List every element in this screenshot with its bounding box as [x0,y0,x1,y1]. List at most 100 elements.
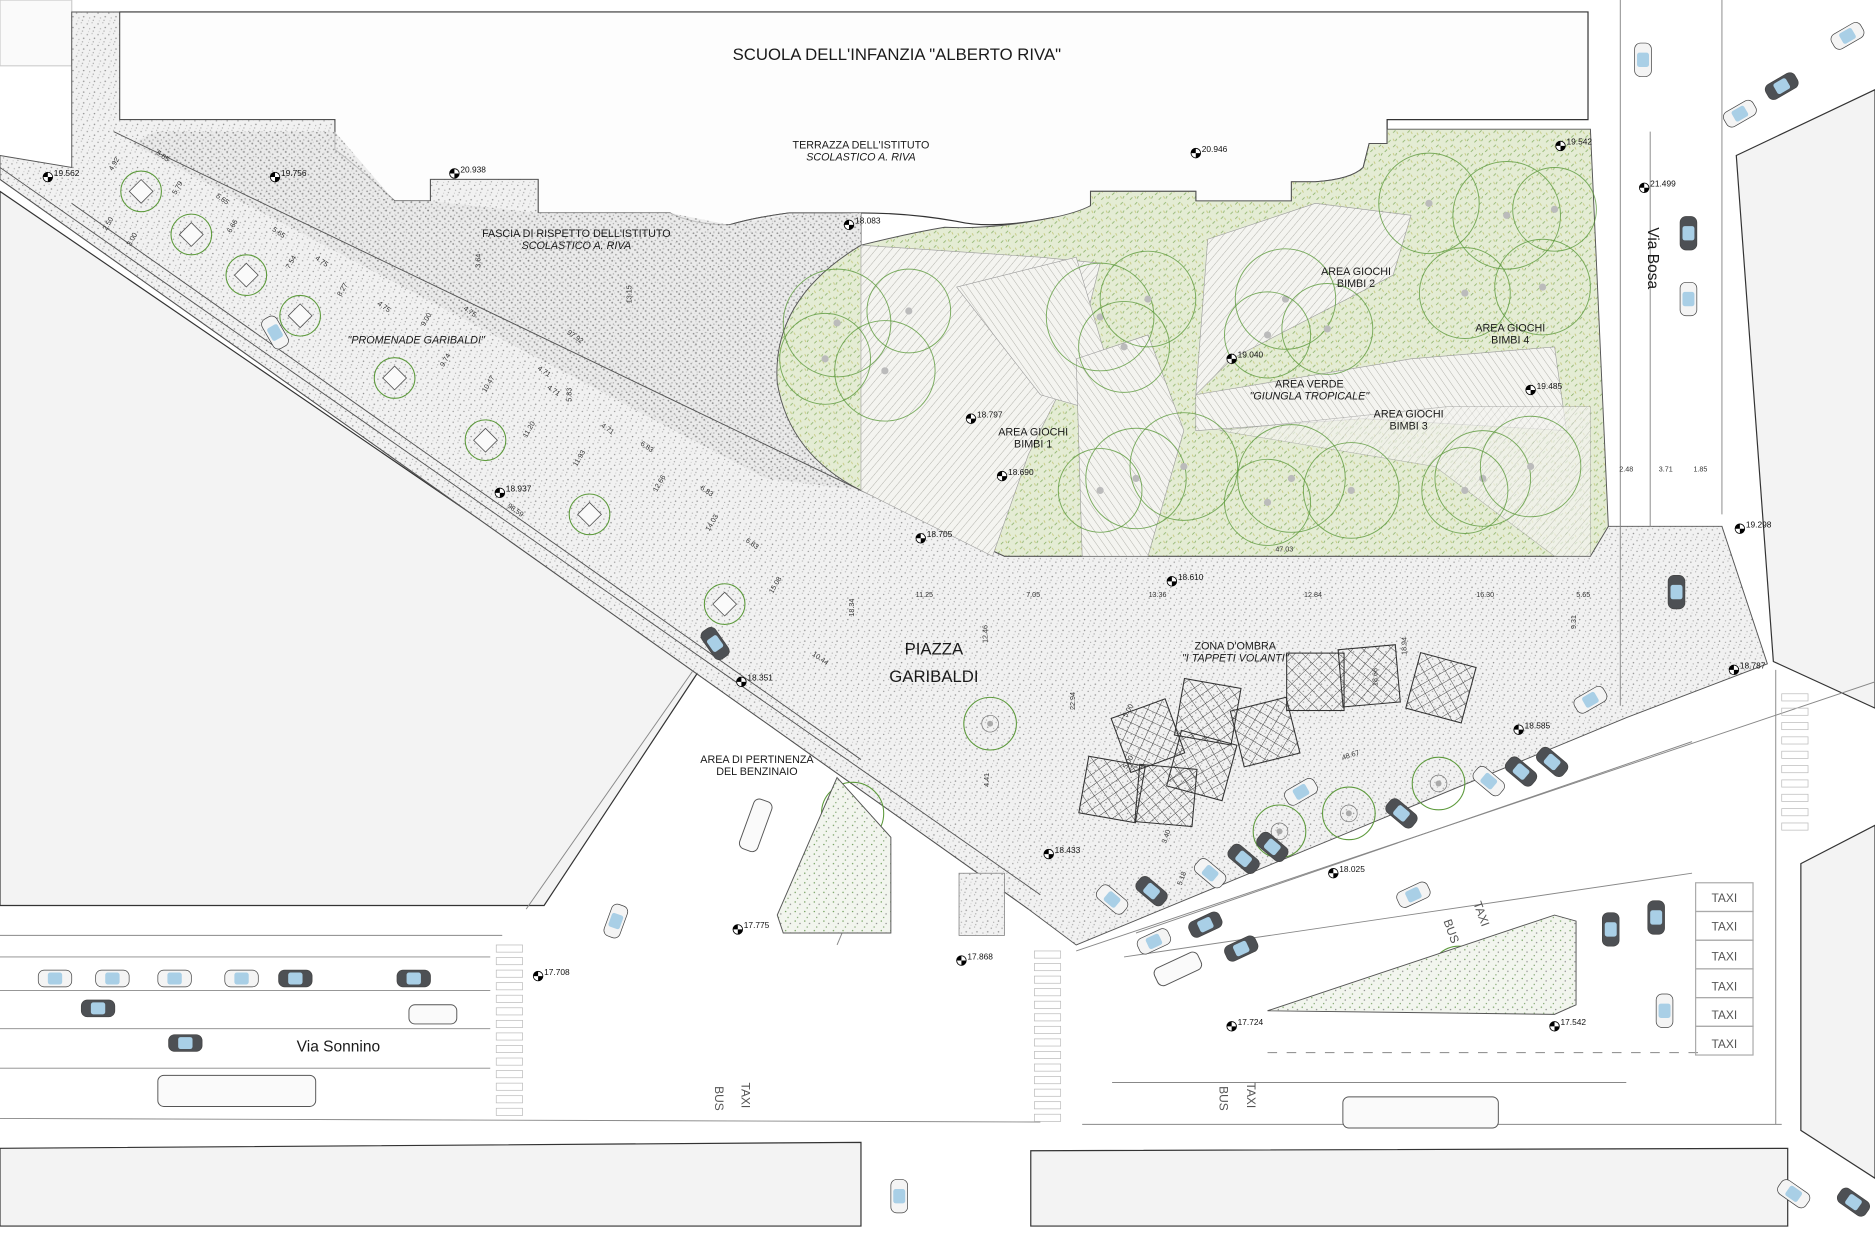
tree-canopy [1479,415,1582,518]
tree-trunk [833,319,841,327]
elevation-icon-quadrants [733,924,743,935]
dimension-label: 3.64 [475,254,483,268]
plaza-trees [120,170,1489,1005]
crosswalk-stripe [1781,793,1809,802]
area-giochi-1-label: BIMBI 1 [1014,438,1052,450]
dimension-label: 2.48 [1619,465,1633,473]
dimension-label: 18.94 [1400,637,1408,655]
crosswalk-stripe [495,1032,523,1041]
tree-canopy [1224,291,1312,379]
elevation-marker: 17.775 [732,920,770,935]
tree-trunk [1120,343,1128,351]
shade-canopy [1337,644,1401,708]
piazza-label-2: GARIBALDI [889,667,978,686]
elevation-icon-quadrants [1729,665,1739,675]
tree-grate [382,365,408,391]
car-windshield [1637,52,1649,67]
area-giochi-2-label: AREA GIOCHI [1321,266,1391,278]
elevation-marker: 20.946 [1190,144,1228,159]
elevation-value: 18.787 [1740,661,1766,671]
elevation-icon-quadrants [915,533,926,544]
car [1385,798,1418,829]
tree-trunk [881,367,889,375]
elevation-marker: 19.542 [1555,137,1592,152]
car [95,969,130,988]
car [1647,900,1665,935]
benzinaio-label-2: DEL BENZINAIO [716,766,797,778]
fascia-di-rispetto-paving [131,131,861,491]
elevation-value: 18.705 [927,529,953,539]
car [1472,766,1505,797]
elevation-marker: 18.585 [1513,720,1551,735]
crosswalk-stripe [495,982,523,991]
car-windshield [1773,78,1791,95]
elevation-marker: 19.040 [1226,350,1264,365]
tree-trunk [1263,331,1272,339]
car-windshield [1845,1194,1862,1211]
shade-canopy [1286,652,1345,712]
car [1284,778,1318,806]
dimension-label: 18.66 [1372,668,1380,686]
street-label-via-sonnino: Via Sonnino [297,1038,380,1055]
tree-canopy [1224,458,1312,546]
elevation-value: 18.690 [1008,467,1034,477]
tree-trunk [1345,810,1352,817]
car-windshield [1235,850,1252,868]
crosswalk-stripe [1781,736,1809,745]
taxi-stand: TAXI [1695,1025,1754,1056]
tree-canopy [1378,152,1480,255]
elevation-marker: 17.542 [1549,1017,1586,1032]
elevation-value: 19.562 [54,168,80,178]
tree-canopy [1045,262,1155,372]
elevation-icon-quadrants [495,488,505,498]
tree-trunk [1281,295,1290,303]
bus-body [157,1074,317,1107]
tree-trunk [1132,474,1140,483]
promenade-lines [0,131,1041,910]
tree-canopy [1421,446,1509,534]
tree-canopy [225,254,268,296]
car-windshield [1682,291,1695,307]
block-bottom-middle [1030,1147,1789,1227]
elevation-icon-quadrants [1555,141,1566,151]
car [1536,746,1569,778]
tree-canopy [1237,424,1346,533]
elevation-marker: 18.610 [1166,572,1204,587]
car-windshield [608,912,624,930]
elevation-value: 19.485 [1537,381,1563,391]
elevation-marker: 19.298 [1734,520,1772,534]
bus [157,1074,317,1107]
taxi-stand-label: TAXI [1712,1008,1738,1022]
tree-trunk [1550,205,1559,213]
shade-canopy [1229,696,1301,768]
dimension-label: 11.25 [916,591,933,599]
car-windshield [1232,940,1250,957]
area-giochi-3-label: AREA GIOCHI [1374,408,1444,420]
car-windshield [1512,763,1530,780]
car [1679,216,1698,251]
dimension-label: 22.94 [1069,692,1077,710]
bus [1342,1096,1499,1129]
car [224,969,259,988]
elevation-icon-quadrants [1513,724,1524,735]
elevation-value: 20.946 [1202,144,1228,154]
elevation-icon-quadrants [1191,148,1201,158]
car [1396,881,1431,908]
school-title: SCUOLA DELL'INFANZIA "ALBERTO RIVA" [733,45,1061,64]
taxi-stand-label: TAXI [1712,891,1738,905]
tree-canopy [1452,161,1561,270]
car-windshield [1731,105,1749,122]
crosswalk-stripe [495,944,523,953]
area-giochi-3-label: BIMBI 3 [1390,420,1428,432]
elevation-marker: 21.499 [1639,179,1676,194]
crosswalk-stripe [1781,765,1809,774]
tree-canopy [703,583,746,625]
car-windshield [1543,753,1561,771]
crosswalk-stripe [1034,1113,1062,1122]
area-giochi-4-label: BIMBI 4 [1491,334,1529,346]
crosswalk-stripe [1781,722,1809,731]
elevation-value: 21.499 [1650,179,1676,189]
road-markings [0,0,1875,1125]
tree-canopy [779,312,872,405]
dimension-label: 9.31 [1570,615,1578,629]
